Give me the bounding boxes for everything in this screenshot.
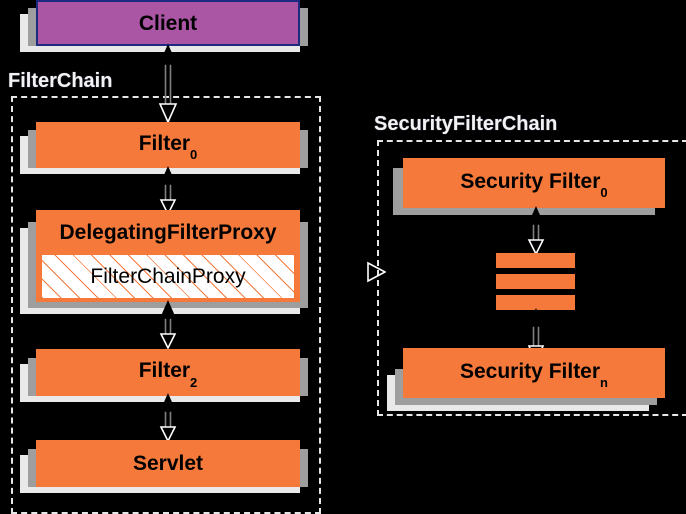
group-label-securityfilterchain: SecurityFilterChain	[374, 113, 558, 135]
ellipsis-stripe-2	[496, 274, 575, 289]
node-filterchainproxy-label: FilterChainProxy	[90, 265, 246, 288]
node-client[interactable]: Client	[36, 0, 300, 46]
node-security-filter0-label: Security Filter0	[460, 169, 608, 201]
node-client-label: Client	[138, 11, 198, 35]
node-filterchainproxy[interactable]: FilterChainProxy	[41, 254, 295, 299]
node-filter0-label: Filter0	[138, 131, 198, 163]
node-filter0-subscript: 0	[190, 147, 198, 163]
node-servlet[interactable]: Servlet	[36, 440, 300, 487]
node-filter2-subscript: 2	[190, 374, 198, 390]
group-label-filterchain: FilterChain	[8, 70, 113, 92]
node-security-filter0[interactable]: Security Filter0	[403, 158, 665, 208]
node-security-filtern-subscript: n	[600, 375, 608, 391]
node-filter2[interactable]: Filter2	[36, 349, 300, 396]
node-delegatingfilterproxy-label: DelegatingFilterProxy	[59, 220, 277, 244]
node-servlet-label: Servlet	[132, 452, 204, 475]
ellipsis-stripe-3	[496, 295, 575, 310]
node-security-filter0-subscript: 0	[600, 185, 608, 201]
node-security-filtern[interactable]: Security Filtern	[403, 348, 665, 398]
node-filter0[interactable]: Filter0	[36, 122, 300, 168]
node-security-filtern-label: Security Filtern	[459, 359, 608, 391]
ellipsis-stripe-1	[496, 253, 575, 268]
node-delegatingfilterproxy[interactable]: DelegatingFilterProxy FilterChainProxy	[36, 210, 300, 302]
node-filter2-label: Filter2	[138, 359, 198, 390]
